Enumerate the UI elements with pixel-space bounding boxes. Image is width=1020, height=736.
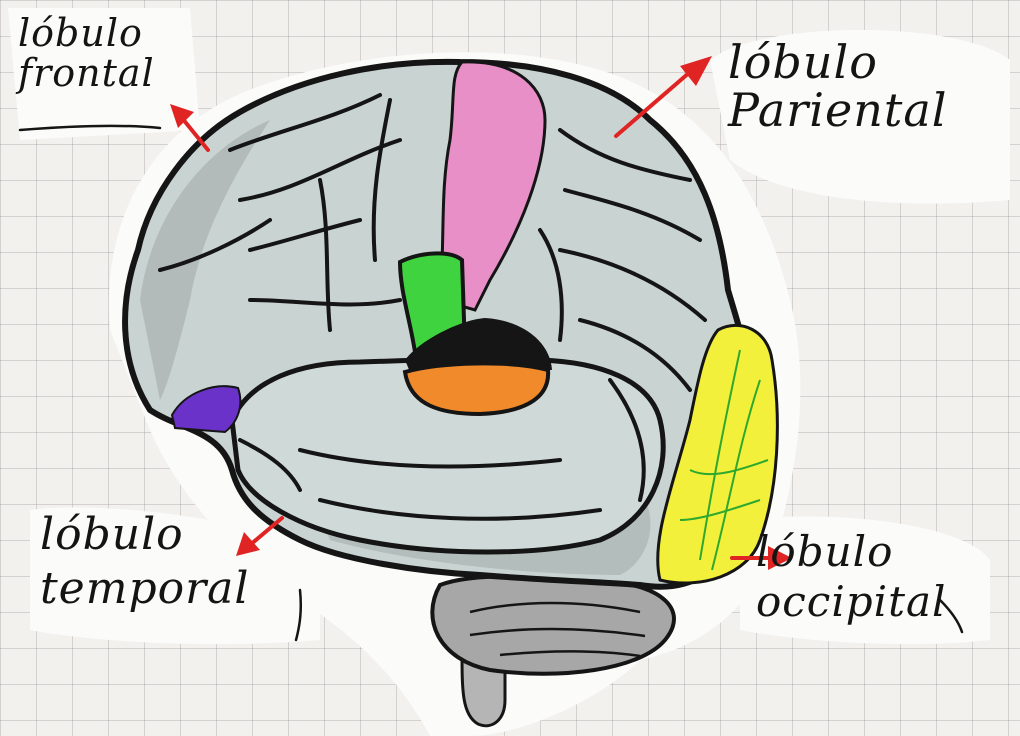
label-temporal-line1: lóbulo bbox=[40, 512, 249, 558]
label-frontal-line1: lóbulo bbox=[18, 14, 155, 54]
label-occipital-line2: occipital bbox=[756, 580, 946, 624]
label-parietal-line1: lóbulo bbox=[728, 38, 947, 86]
label-frontal-line2: frontal bbox=[18, 54, 155, 94]
label-frontal-lobe: lóbulo frontal bbox=[18, 14, 155, 94]
arrow-parietal-head bbox=[680, 56, 712, 86]
label-parietal-lobe: lóbulo Pariental bbox=[728, 38, 947, 135]
label-occipital-lobe: lóbulo occipital bbox=[756, 530, 946, 624]
cerebellum bbox=[432, 576, 674, 673]
label-occipital-line1: lóbulo bbox=[756, 530, 946, 574]
label-temporal-lobe: lóbulo temporal bbox=[40, 512, 249, 612]
label-temporal-line2: temporal bbox=[40, 566, 249, 612]
label-parietal-line2: Pariental bbox=[728, 86, 947, 134]
